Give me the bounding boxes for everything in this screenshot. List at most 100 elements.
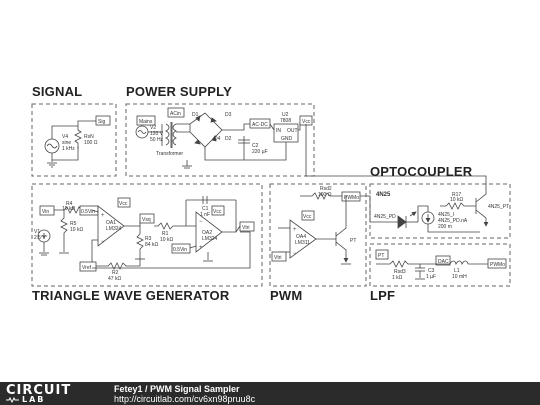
d3-label: D3: [225, 112, 232, 118]
rsd3-label: Rsd3: [394, 269, 406, 275]
r4-val-label: 10 kΩ: [62, 206, 75, 212]
u2-out-label: OUT: [287, 128, 298, 134]
vcc-oa1-label: Vcc: [119, 201, 128, 207]
pwm-box: [269, 183, 367, 287]
triangle-box: [31, 183, 263, 287]
footer-bar: CIRCUIT LAB Fetey1 / PWM Signal Sampler …: [0, 382, 540, 405]
vcc-oa4-label: Vcc: [303, 214, 312, 220]
n4n25-i-label: 4N25_I: [438, 212, 454, 218]
v4-freq-label: 1 kHz: [62, 146, 75, 152]
section-title-power-supply: POWER SUPPLY: [126, 84, 232, 99]
rsn-val-label: 100 Ω: [84, 140, 98, 146]
signal-box: [31, 103, 117, 177]
oa2-opamp: [195, 211, 223, 253]
d2-diode: [211, 135, 217, 142]
r1-val-label: 10 kΩ: [160, 237, 173, 243]
dac-label: DAC: [438, 259, 449, 265]
section-title-optocoupler: OPTOCOUPLER: [370, 164, 473, 179]
vcc-oa4-flag: [301, 210, 315, 221]
oa1-part-label: LM324: [106, 226, 122, 232]
svg-text:−: −: [293, 251, 297, 257]
pwmo1-label: PWMo: [344, 195, 359, 201]
c3-label: C3: [428, 268, 435, 274]
vsq-flag: [139, 213, 155, 224]
c3-val-label: 1 µF: [426, 274, 436, 280]
component-labels: Sig V4 sine 1 kHz RsN 100 Ω Mains ACin V…: [34, 111, 509, 282]
mains-flag: [136, 115, 156, 126]
vsq-label: Vsq: [142, 217, 151, 223]
n4n25-pdna-label: 4N25_PD.nA: [438, 218, 468, 224]
vtri-pwm-label: Vtri: [274, 255, 282, 261]
vcc-label: Vcc: [302, 119, 311, 125]
d4-diode: [194, 139, 201, 145]
n4n25-i-val-label: 200 m: [438, 224, 452, 230]
r3-label: R3: [145, 236, 152, 242]
c2-label: C2: [252, 143, 259, 149]
v2-volt-label: 120 V: [150, 131, 164, 137]
acdc-label: AC-DC: [252, 122, 268, 128]
power-supply-box: [125, 103, 315, 177]
u2-label: U2: [282, 112, 289, 118]
v05b-label: 0.5Vin: [173, 247, 187, 253]
rsd2-label: Rsd2: [320, 186, 332, 192]
svg-text:+: +: [101, 213, 105, 219]
circuitlab-logo-top: CIRCUIT: [6, 383, 72, 398]
u2-gnd-label: GND: [281, 136, 293, 142]
oa4-part-label: LM311: [295, 240, 310, 246]
pwmo1-flag: [341, 191, 361, 202]
r4-label: R4: [66, 201, 73, 207]
n4n25-label: 4N25: [376, 192, 391, 198]
pt-lpf-label: PT: [378, 253, 384, 259]
circuit-url-link[interactable]: http://circuitlab.com/cv6xn98pruu8c: [114, 394, 256, 404]
v05b-flag: [171, 243, 191, 254]
vcc-oa2-label: Vcc: [213, 209, 222, 215]
v2-label: V2: [150, 125, 156, 131]
schematic-canvas: + − − +: [31, 84, 511, 303]
r1-label: R1: [162, 231, 169, 237]
vtri-pwm-flag: [271, 251, 287, 262]
pt-lpf-flag: [375, 249, 389, 260]
l1-label: L1: [454, 268, 460, 274]
c2-val-label: 220 µF: [252, 149, 268, 155]
oa2-label: OA2: [202, 230, 212, 236]
circuit-title: Fetey1 / PWM Signal Sampler: [114, 384, 240, 394]
r2-val-label: 47 kΩ: [108, 276, 121, 282]
rsd3-val-label: 1 kΩ: [392, 275, 403, 281]
r17-val-label: 10 kΩ: [450, 197, 463, 203]
r5-val-label: 10 kΩ: [70, 227, 83, 233]
oa2-part-label: LM324: [202, 236, 218, 242]
d1-diode: [195, 115, 201, 122]
circuitlab-logo-icon: [6, 397, 19, 403]
svg-text:−: −: [101, 239, 105, 245]
vin-label: Vin: [42, 209, 49, 215]
svg-text:−: −: [199, 219, 203, 225]
acin-flag: [167, 107, 185, 118]
oa4-label: OA4: [296, 234, 306, 240]
vcc-oa2-flag: [211, 205, 225, 216]
rsn-label: RsN: [84, 134, 94, 140]
r5-label: R5: [70, 221, 77, 227]
v1-label: V1: [34, 229, 40, 235]
oa1-opamp: [97, 205, 125, 247]
v2-freq-label: 50 Hz: [150, 137, 164, 143]
pwmo2-label: PWMo: [490, 262, 505, 268]
c1-val-label: 1 nF: [200, 212, 210, 218]
dac-flag: [435, 255, 451, 266]
r3-val-label: 84 kΩ: [145, 242, 158, 248]
v4-type-label: sine: [62, 140, 71, 146]
n4n25-pd-label: 4N25_PD: [374, 214, 396, 220]
sig-flag: [95, 115, 111, 126]
d2-label: D2: [225, 136, 232, 142]
section-title-triangle: TRIANGLE WAVE GENERATOR: [32, 288, 230, 303]
pwmo2-flag: [487, 258, 507, 269]
d1-label: D1: [192, 112, 199, 118]
circuitlab-logo-bottom: LAB: [22, 395, 46, 404]
v1-val-label: 2.5 V: [34, 235, 46, 241]
rsd2-val-label: 100 Ω: [318, 192, 332, 198]
svg-text:+: +: [199, 245, 203, 251]
led-4n25: [397, 215, 407, 229]
u2-in-label: IN: [276, 128, 281, 134]
d4-label: D4: [214, 136, 221, 142]
v4-label: V4: [62, 134, 68, 140]
vin-flag: [39, 205, 55, 216]
